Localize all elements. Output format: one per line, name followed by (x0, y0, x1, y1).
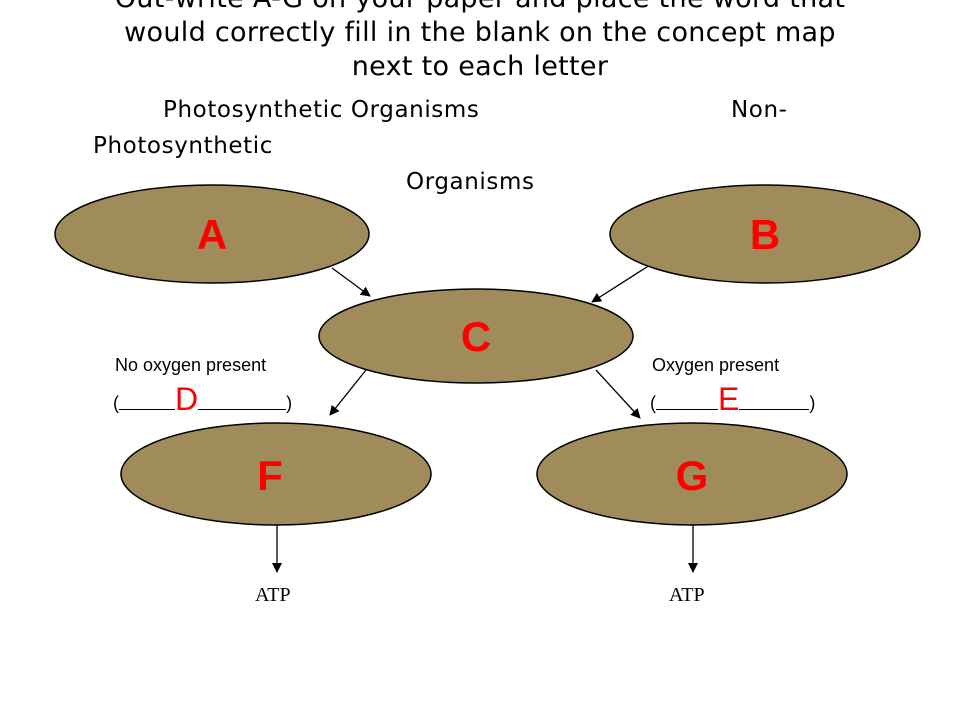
node-f: F (120, 422, 432, 526)
blank-e: ( E ) (650, 381, 816, 417)
non-label: Non- (731, 97, 788, 123)
node-c: C (318, 288, 634, 384)
blank-d-letter: D (175, 381, 199, 417)
node-g-letter: G (676, 452, 709, 499)
arrow-c-to-g (595, 369, 641, 419)
no-oxygen-label: No oxygen present (115, 355, 267, 375)
organisms-label: Organisms (406, 169, 535, 195)
blank-d: ( D ) (113, 381, 293, 417)
node-c-letter: C (461, 313, 491, 360)
oxygen-present-label: Oxygen present (652, 355, 780, 375)
blank-e-close-paren: ) (809, 393, 816, 413)
instruction-title: Out-write A-G on your paper and place th… (40, 0, 920, 84)
node-b: B (609, 184, 921, 284)
node-f-letter: F (257, 452, 283, 499)
arrow-c-to-f (329, 364, 371, 416)
blank-d-underline-left (119, 408, 175, 410)
node-a-letter: A (197, 211, 227, 258)
blank-d-underline-right (198, 408, 287, 410)
blank-e-letter: E (718, 381, 740, 417)
node-g: G (536, 422, 848, 526)
blank-e-underline-left (656, 408, 718, 410)
node-b-letter: B (750, 211, 780, 258)
arrow-b-to-c (591, 264, 651, 303)
title-line-2: would correctly fill in the blank on the… (124, 17, 836, 48)
atp-left-label: ATP (255, 584, 291, 606)
node-a: A (54, 184, 370, 284)
arrow-a-to-c (331, 267, 371, 297)
photosynthetic-organisms-label: Photosynthetic Organisms (163, 97, 480, 123)
blank-d-close-paren: ) (286, 393, 293, 413)
photosynthetic-label: Photosynthetic (93, 133, 273, 159)
blank-e-open-paren: ( (650, 393, 656, 413)
blank-d-open-paren: ( (113, 393, 119, 413)
title-line-1: Out-write A-G on your paper and place th… (40, 0, 920, 16)
blank-e-underline-right (739, 408, 810, 410)
title-line-3: next to each letter (351, 51, 609, 82)
atp-right-label: ATP (669, 584, 705, 606)
